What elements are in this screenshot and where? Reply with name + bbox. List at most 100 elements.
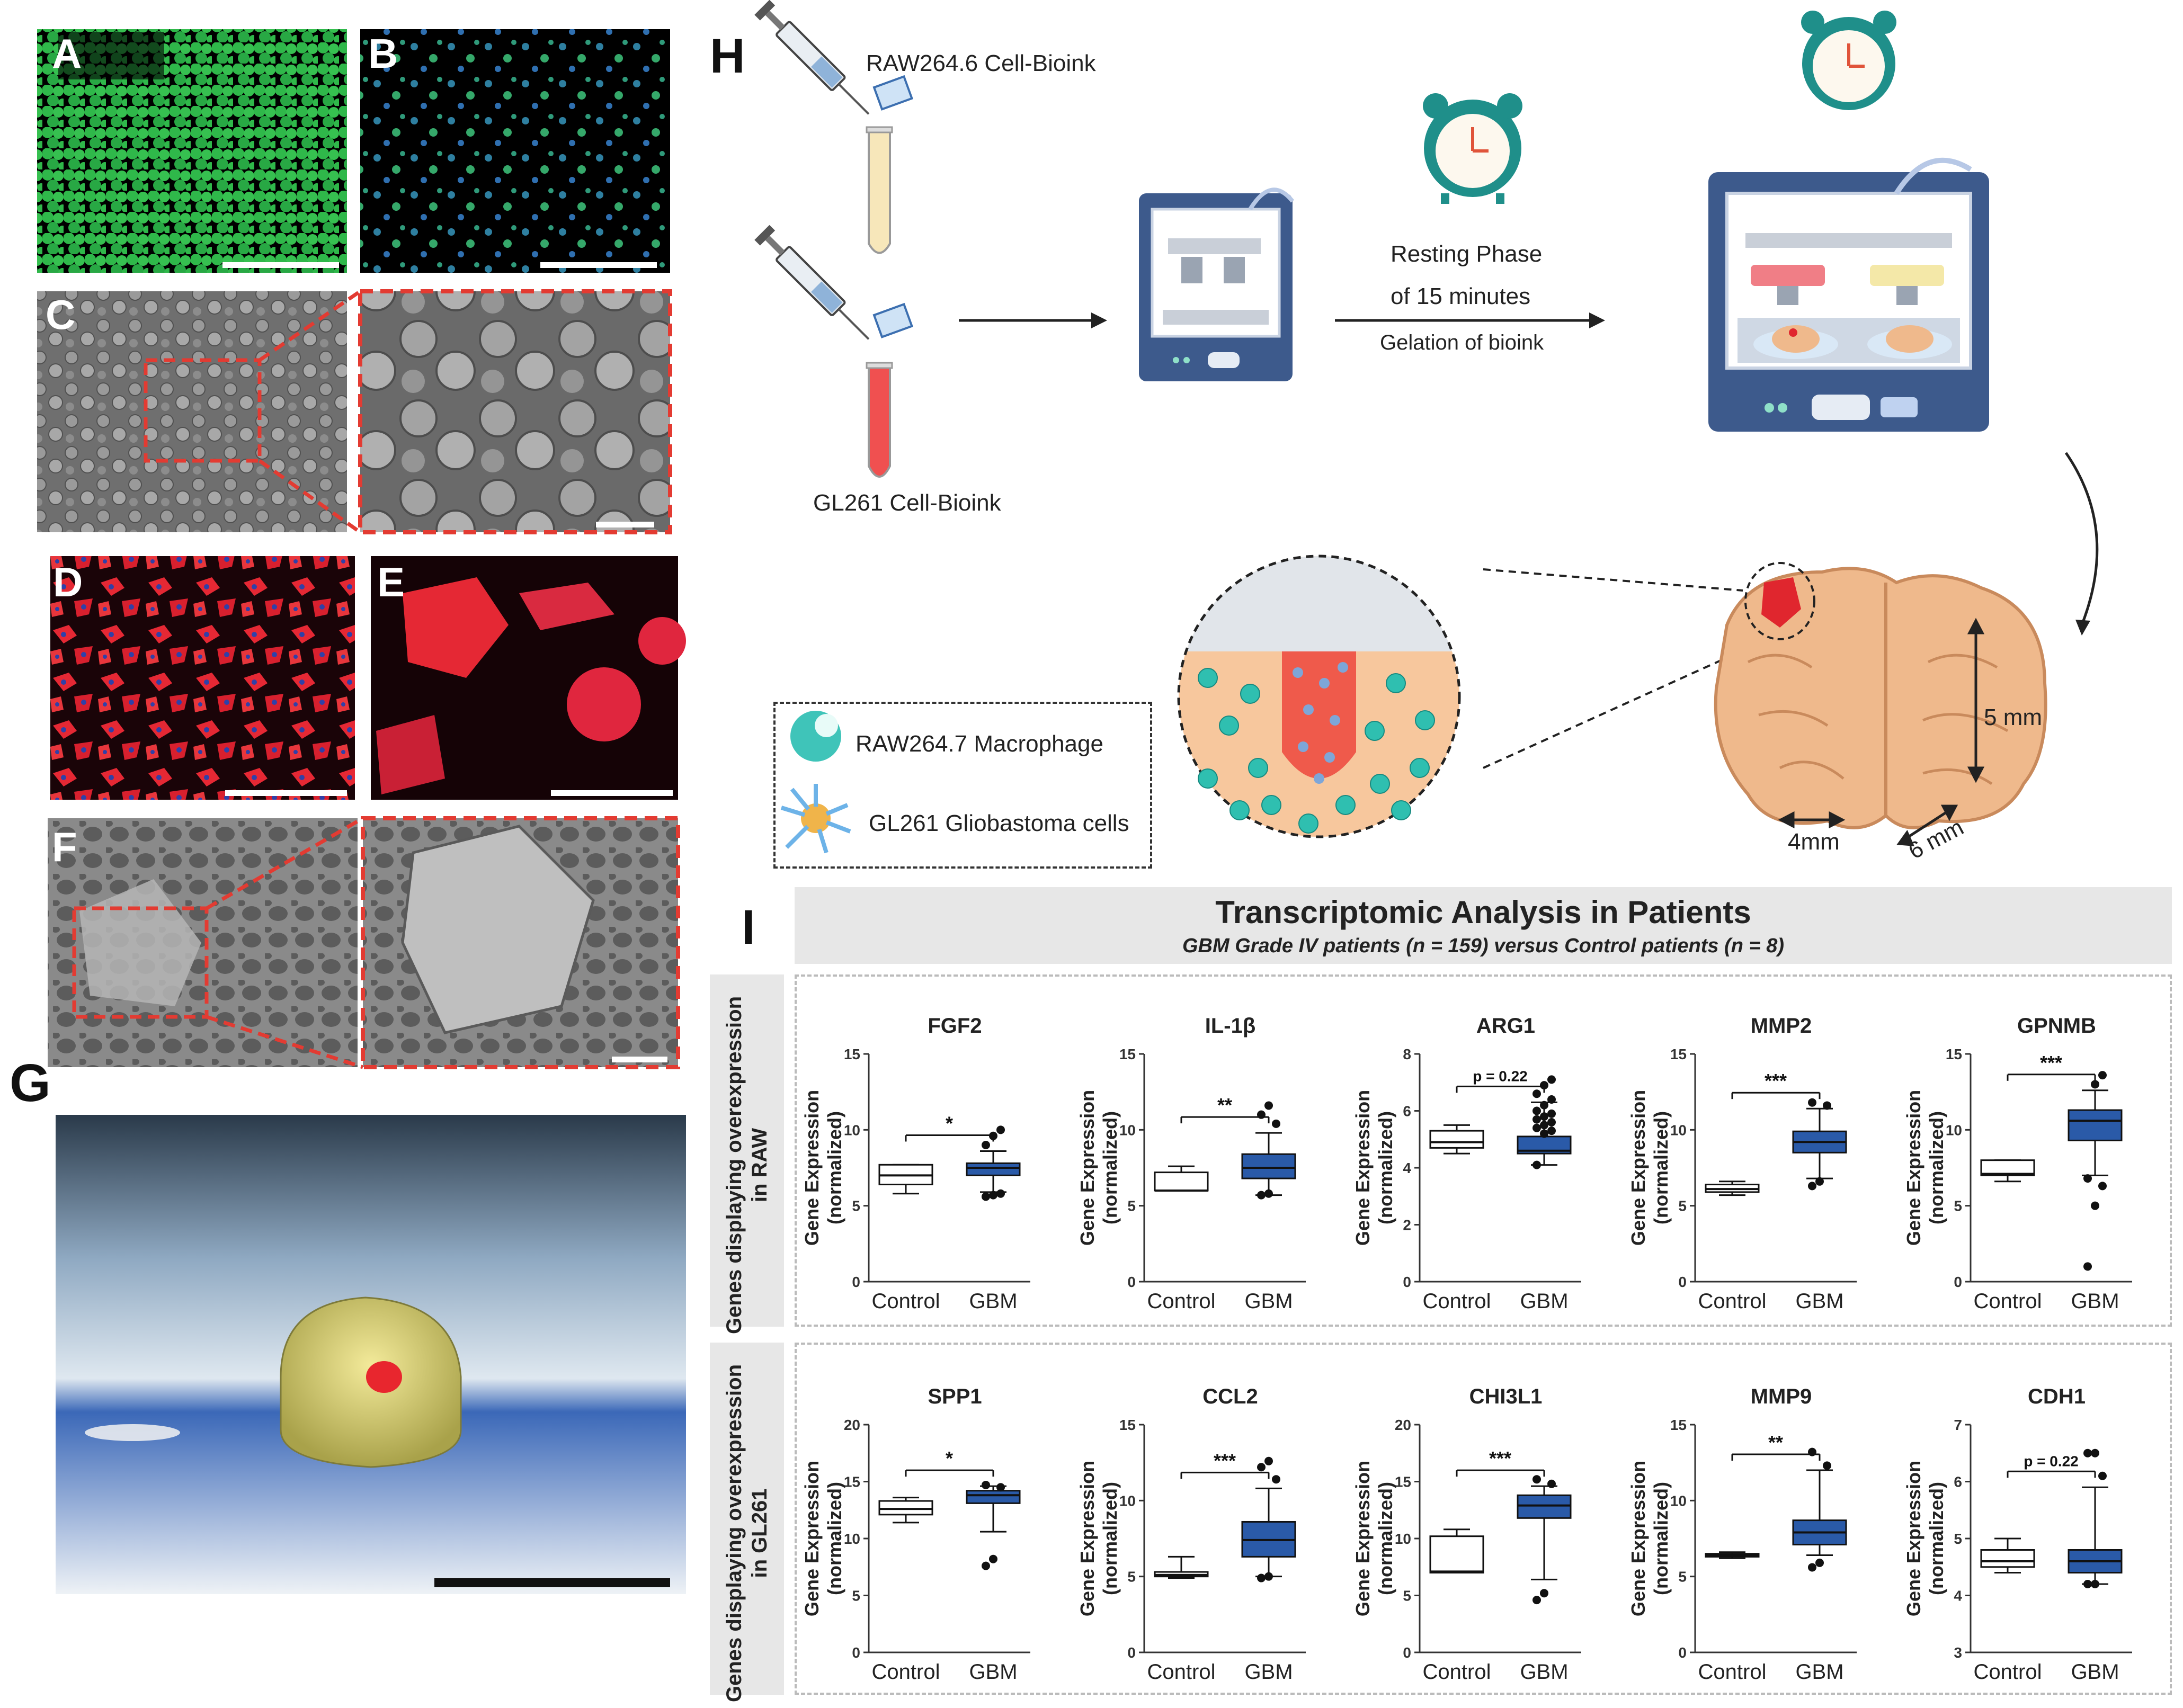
gl261-bioink-label: GL261 Cell-Bioink bbox=[813, 490, 1001, 516]
outlier-gbm-chi3l1 bbox=[1540, 1589, 1548, 1598]
micrograph-d bbox=[50, 556, 355, 800]
y-axis-label-unit-mmp9: (normalized) bbox=[1650, 1482, 1672, 1595]
x-tick-label-spp1: GBM bbox=[969, 1660, 1017, 1684]
panel-label-d: D bbox=[53, 559, 83, 605]
y-tick-label-ccl2: 5 bbox=[1127, 1569, 1136, 1585]
outlier-gbm-arg1 bbox=[1547, 1095, 1556, 1104]
y-tick-label-mmp9: 10 bbox=[1670, 1492, 1687, 1509]
x-tick-label-mmp2: GBM bbox=[1795, 1290, 1843, 1313]
significance-label-gpnmb: *** bbox=[2040, 1052, 2062, 1074]
outlier-gbm-il-1- bbox=[1264, 1189, 1273, 1198]
y-tick-label-cdh1: 3 bbox=[1954, 1644, 1962, 1661]
outlier-gbm-mmp2 bbox=[1823, 1101, 1831, 1110]
arrow-icon bbox=[2064, 452, 2099, 625]
zoom-box-c bbox=[144, 358, 262, 463]
y-axis-label-unit-il-1-: (normalized) bbox=[1099, 1111, 1121, 1224]
y-tick-label-il-1-: 0 bbox=[1127, 1274, 1136, 1290]
x-tick-label-gpnmb: Control bbox=[1974, 1290, 2042, 1313]
outlier-gbm-ccl2 bbox=[1264, 1572, 1273, 1581]
y-tick-label-il-1-: 10 bbox=[1119, 1122, 1136, 1138]
y-tick-label-mmp9: 15 bbox=[1670, 1417, 1687, 1433]
x-tick-label-il-1-: GBM bbox=[1244, 1290, 1293, 1313]
y-tick-label-mmp9: 0 bbox=[1678, 1644, 1687, 1661]
chart-title-mmp2: MMP2 bbox=[1751, 1014, 1812, 1038]
outlier-gbm-cdh1 bbox=[2091, 1580, 2099, 1588]
outlier-gbm-mmp9 bbox=[1808, 1563, 1816, 1572]
outlier-gbm-arg1 bbox=[1540, 1112, 1548, 1121]
y-tick-label-ccl2: 0 bbox=[1127, 1644, 1136, 1661]
outlier-gbm-cdh1 bbox=[2083, 1448, 2092, 1457]
outlier-gbm-mmp9 bbox=[1823, 1461, 1831, 1470]
y-tick-label-mmp2: 10 bbox=[1670, 1122, 1687, 1138]
outlier-gbm-gpnmb bbox=[2083, 1174, 2092, 1183]
y-axis-label-arg1: Gene Expression bbox=[1352, 1090, 1374, 1246]
outlier-gbm-ccl2 bbox=[1272, 1475, 1280, 1484]
y-axis-label-il-1-: Gene Expression bbox=[1076, 1090, 1098, 1246]
outlier-gbm-arg1 bbox=[1547, 1126, 1556, 1135]
macrophage-icon bbox=[790, 711, 841, 762]
box-control-chi3l1 bbox=[1429, 1535, 1484, 1573]
chart-title-chi3l1: CHI3L1 bbox=[1469, 1385, 1543, 1408]
y-tick-label-il-1-: 5 bbox=[1127, 1198, 1136, 1214]
scale-bar-a bbox=[222, 262, 339, 268]
micrograph-b bbox=[360, 29, 670, 273]
y-tick-label-ccl2: 15 bbox=[1119, 1417, 1136, 1433]
y-tick-label-gpnmb: 15 bbox=[1946, 1046, 1962, 1062]
y-axis-label-unit-cdh1: (normalized) bbox=[1926, 1482, 1947, 1595]
y-tick-label-spp1: 0 bbox=[852, 1644, 860, 1661]
x-tick-label-fgf2: Control bbox=[872, 1290, 940, 1313]
y-tick-label-chi3l1: 0 bbox=[1403, 1644, 1411, 1661]
y-tick-label-arg1: 2 bbox=[1403, 1217, 1411, 1233]
outlier-gbm-cdh1 bbox=[2091, 1448, 2099, 1457]
significance-label-ccl2: *** bbox=[1214, 1450, 1236, 1471]
panel-label-b: B bbox=[368, 30, 398, 77]
y-tick-label-mmp2: 15 bbox=[1670, 1046, 1687, 1062]
outlier-gbm-spp1 bbox=[982, 1480, 990, 1489]
outlier-gbm-gpnmb bbox=[2091, 1201, 2099, 1210]
significance-label-il-1-: ** bbox=[1217, 1094, 1232, 1116]
y-axis-label-unit-mmp2: (normalized) bbox=[1650, 1111, 1672, 1224]
legend-macrophage-label: RAW264.7 Macrophage bbox=[856, 731, 1103, 757]
y-tick-label-gpnmb: 5 bbox=[1954, 1198, 1962, 1214]
outlier-gbm-arg1 bbox=[1547, 1109, 1556, 1118]
chart-title-arg1: ARG1 bbox=[1476, 1014, 1535, 1038]
scale-bar-b bbox=[540, 262, 657, 268]
tumor-inclusion bbox=[366, 1361, 402, 1393]
scale-bar-d bbox=[225, 790, 347, 796]
outlier-gbm-arg1 bbox=[1547, 1075, 1556, 1084]
workflow-diagram bbox=[754, 0, 2099, 854]
y-axis-label-unit-gpnmb: (normalized) bbox=[1926, 1111, 1947, 1224]
gelation-label: Gelation of bioink bbox=[1380, 331, 1544, 354]
group-frame-gl261 bbox=[795, 1343, 2172, 1695]
y-tick-label-spp1: 10 bbox=[844, 1531, 860, 1547]
y-tick-label-arg1: 0 bbox=[1403, 1274, 1411, 1290]
outlier-gbm-il-1- bbox=[1264, 1101, 1273, 1110]
panel-label-g: G bbox=[10, 1053, 51, 1113]
outlier-gbm-gpnmb bbox=[2091, 1080, 2099, 1089]
y-tick-label-ccl2: 10 bbox=[1119, 1492, 1136, 1509]
outlier-gbm-cdh1 bbox=[2083, 1580, 2092, 1588]
box-gbm-fgf2 bbox=[966, 1162, 1021, 1176]
box-control-spp1 bbox=[878, 1500, 933, 1516]
y-tick-label-arg1: 6 bbox=[1403, 1103, 1411, 1120]
vial-icon bbox=[872, 75, 913, 111]
x-tick-label-chi3l1: GBM bbox=[1520, 1660, 1568, 1684]
x-tick-label-arg1: Control bbox=[1423, 1290, 1491, 1313]
transcriptomics-title: Transcriptomic Analysis in Patients bbox=[1215, 895, 1751, 930]
x-tick-label-ccl2: GBM bbox=[1244, 1660, 1293, 1684]
chart-title-mmp9: MMP9 bbox=[1751, 1385, 1812, 1408]
chart-title-cdh1: CDH1 bbox=[2028, 1385, 2086, 1408]
sem-image-c bbox=[37, 291, 347, 532]
x-tick-label-fgf2: GBM bbox=[969, 1290, 1017, 1313]
dimension-height-label: 5 mm bbox=[1984, 704, 2042, 730]
x-tick-label-cdh1: GBM bbox=[2071, 1660, 2119, 1684]
outlier-gbm-spp1 bbox=[989, 1554, 997, 1563]
y-tick-label-spp1: 5 bbox=[852, 1588, 860, 1604]
clock-icon bbox=[1423, 93, 1522, 204]
outlier-gbm-spp1 bbox=[996, 1483, 1005, 1492]
y-tick-label-cdh1: 7 bbox=[1954, 1417, 1962, 1433]
panel-label-c: C bbox=[46, 291, 76, 338]
outlier-gbm-ccl2 bbox=[1257, 1573, 1266, 1582]
y-axis-label-unit-fgf2: (normalized) bbox=[824, 1111, 845, 1224]
resting-phase-duration: of 15 minutes bbox=[1391, 283, 1531, 309]
